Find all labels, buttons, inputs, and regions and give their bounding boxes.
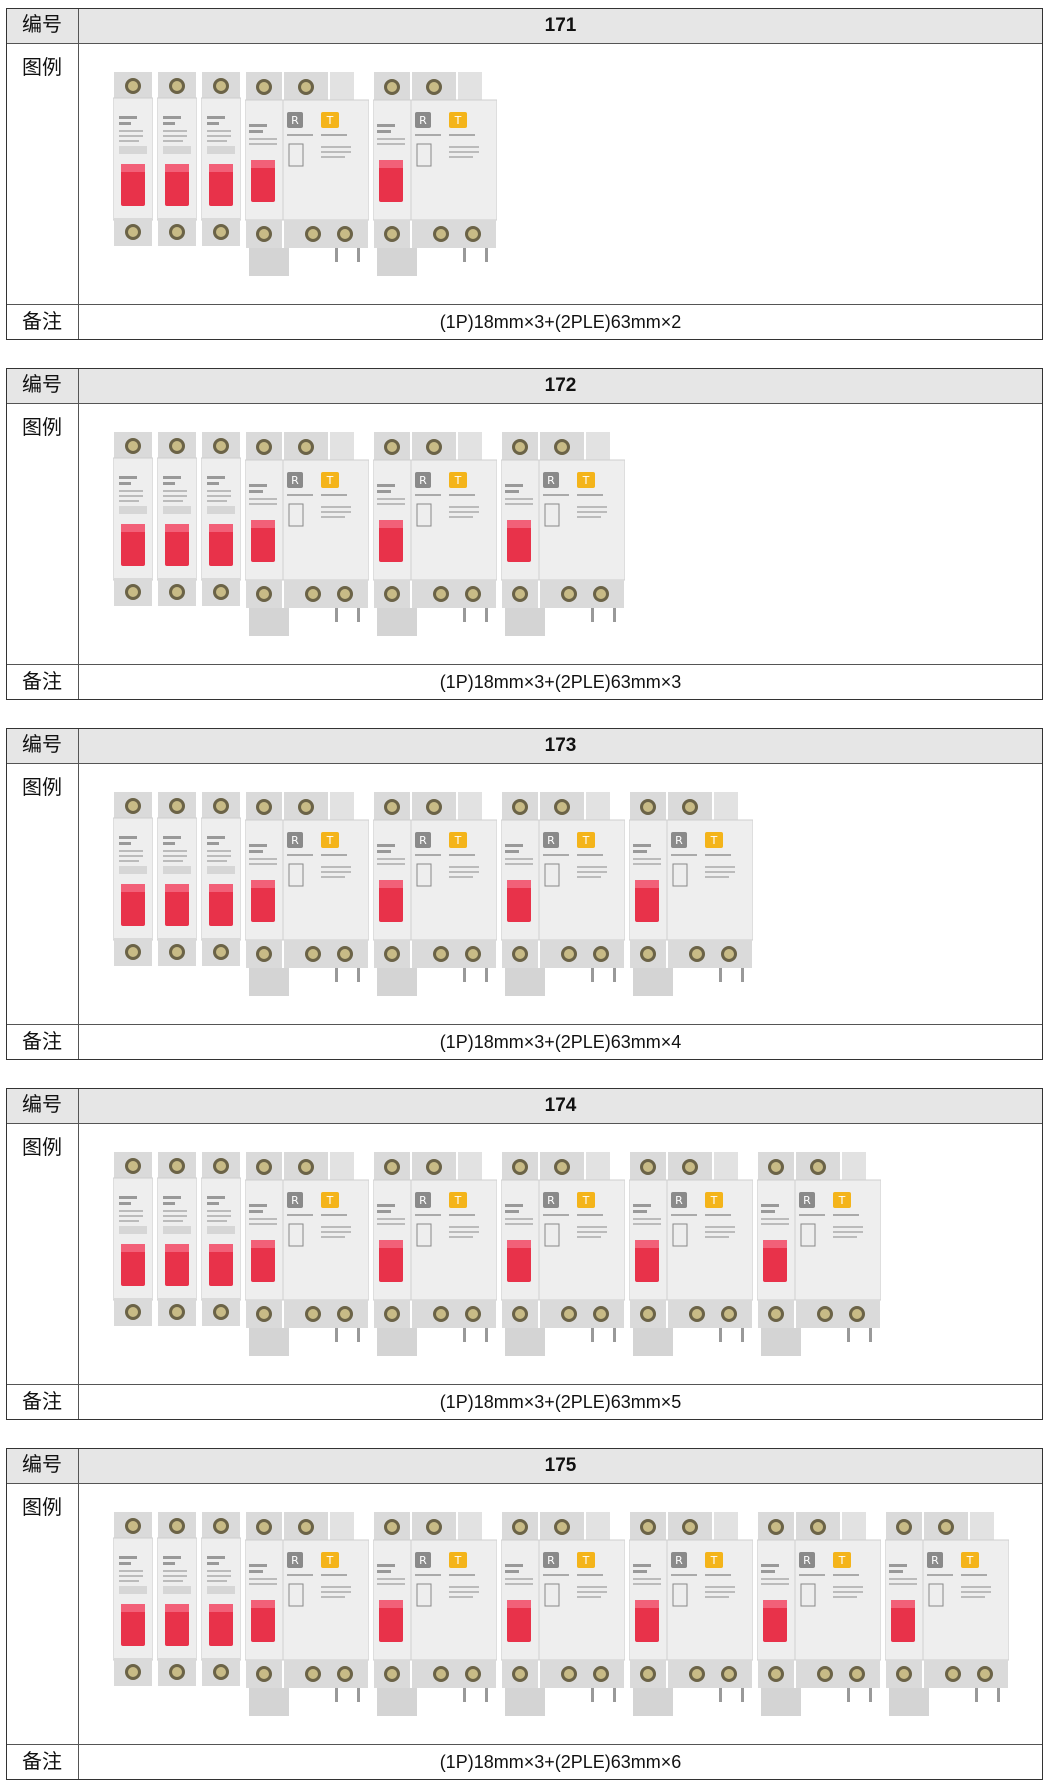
rcbo-breaker <box>885 1512 1009 1716</box>
table-number: 173 <box>544 735 577 756</box>
figure-row: 图例 <box>7 1483 1042 1744</box>
single-pole-breaker <box>201 1512 241 1686</box>
number-row: 编号 173 <box>7 729 1042 763</box>
spec-table: 编号 172 图例备注 (1P)18mm×3+(2PLE)63mm×3 <box>6 368 1043 700</box>
figure-area <box>79 1484 1042 1744</box>
remark-value: (1P)18mm×3+(2PLE)63mm×6 <box>439 1752 682 1772</box>
figure-row: 图例 <box>7 43 1042 304</box>
remark-label: 备注 <box>7 1745 79 1779</box>
single-pole-breaker <box>157 72 197 246</box>
single-pole-breaker <box>113 1512 153 1686</box>
remark-row: 备注 (1P)18mm×3+(2PLE)63mm×6 <box>7 1744 1042 1779</box>
remark-label: 备注 <box>7 1025 79 1059</box>
figure-row: 图例 <box>7 763 1042 1024</box>
single-pole-breaker <box>113 72 153 246</box>
single-pole-breaker <box>157 1512 197 1686</box>
rcbo-breaker <box>501 792 625 996</box>
remark-label: 备注 <box>7 305 79 339</box>
remark-label: 备注 <box>7 1385 79 1419</box>
single-pole-breaker <box>113 792 153 966</box>
figure-label: 图例 <box>7 404 79 664</box>
spec-table: 编号 173 图例备注 (1P)18mm×3+(2PLE)63mm×4 <box>6 728 1043 1060</box>
spec-table: 编号 175 图例备注 (1P)18mm×3+(2PLE)63mm×6 <box>6 1448 1043 1780</box>
number-label: 编号 <box>7 9 79 43</box>
number-label: 编号 <box>7 729 79 763</box>
single-pole-breaker <box>201 432 241 606</box>
table-number: 175 <box>544 1455 577 1476</box>
single-pole-breaker <box>201 792 241 966</box>
single-pole-breaker <box>157 1152 197 1326</box>
remark-value: (1P)18mm×3+(2PLE)63mm×5 <box>439 1392 682 1412</box>
rcbo-breaker <box>501 432 625 636</box>
breaker-strip <box>113 792 757 996</box>
remark-label: 备注 <box>7 665 79 699</box>
rcbo-breaker <box>245 72 369 276</box>
remark-row: 备注 (1P)18mm×3+(2PLE)63mm×2 <box>7 304 1042 339</box>
number-row: 编号 171 <box>7 9 1042 43</box>
rcbo-breaker <box>629 1152 753 1356</box>
figure-area <box>79 44 1042 304</box>
breaker-strip <box>113 1512 1013 1716</box>
remark-value: (1P)18mm×3+(2PLE)63mm×3 <box>439 672 682 692</box>
number-label: 编号 <box>7 1449 79 1483</box>
rcbo-breaker <box>629 1512 753 1716</box>
table-number: 172 <box>544 375 577 396</box>
figure-label: 图例 <box>7 1124 79 1384</box>
number-row: 编号 174 <box>7 1089 1042 1123</box>
remark-row: 备注 (1P)18mm×3+(2PLE)63mm×4 <box>7 1024 1042 1059</box>
remark-value: (1P)18mm×3+(2PLE)63mm×2 <box>439 312 682 332</box>
spec-table: 编号 174 图例备注 (1P)18mm×3+(2PLE)63mm×5 <box>6 1088 1043 1420</box>
single-pole-breaker <box>201 1152 241 1326</box>
breaker-strip <box>113 1152 885 1356</box>
remark-value: (1P)18mm×3+(2PLE)63mm×4 <box>439 1032 682 1052</box>
figure-area <box>79 1124 1042 1384</box>
number-row: 编号 172 <box>7 369 1042 403</box>
figure-area <box>79 764 1042 1024</box>
table-number: 174 <box>544 1095 577 1116</box>
figure-area <box>79 404 1042 664</box>
rcbo-breaker <box>373 1152 497 1356</box>
rcbo-breaker <box>373 72 497 276</box>
breaker-strip <box>113 72 501 276</box>
number-label: 编号 <box>7 1089 79 1123</box>
single-pole-breaker <box>157 432 197 606</box>
rcbo-breaker <box>757 1512 881 1716</box>
figure-label: 图例 <box>7 44 79 304</box>
rcbo-breaker <box>501 1152 625 1356</box>
single-pole-breaker <box>113 432 153 606</box>
rcbo-breaker <box>373 792 497 996</box>
rcbo-breaker <box>373 1512 497 1716</box>
number-label: 编号 <box>7 369 79 403</box>
table-number: 171 <box>544 15 577 36</box>
rcbo-breaker <box>245 1512 369 1716</box>
rcbo-breaker <box>501 1512 625 1716</box>
single-pole-breaker <box>113 1152 153 1326</box>
spec-table: 编号 171 图例备注 (1P)18mm×3+(2PLE)63mm×2 <box>6 8 1043 340</box>
remark-row: 备注 (1P)18mm×3+(2PLE)63mm×5 <box>7 1384 1042 1419</box>
rcbo-breaker <box>245 1152 369 1356</box>
remark-row: 备注 (1P)18mm×3+(2PLE)63mm×3 <box>7 664 1042 699</box>
single-pole-breaker <box>157 792 197 966</box>
rcbo-breaker <box>245 432 369 636</box>
rcbo-breaker <box>373 432 497 636</box>
rcbo-breaker <box>757 1152 881 1356</box>
figure-row: 图例 <box>7 403 1042 664</box>
rcbo-breaker <box>629 792 753 996</box>
figure-label: 图例 <box>7 1484 79 1744</box>
rcbo-breaker <box>245 792 369 996</box>
single-pole-breaker <box>201 72 241 246</box>
figure-row: 图例 <box>7 1123 1042 1384</box>
number-row: 编号 175 <box>7 1449 1042 1483</box>
breaker-strip <box>113 432 629 636</box>
figure-label: 图例 <box>7 764 79 1024</box>
